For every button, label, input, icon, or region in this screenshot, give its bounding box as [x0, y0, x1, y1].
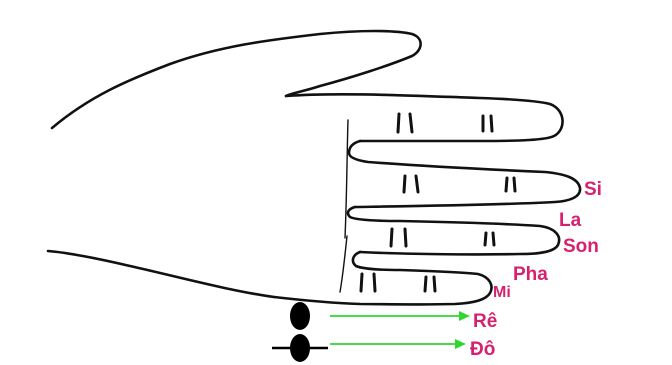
note-label-do: Đô [470, 339, 495, 360]
thumb-outline [50, 29, 422, 130]
finger-index-outline [284, 92, 564, 143]
finger-little-outline [272, 250, 493, 306]
note-label-si: Si [584, 179, 602, 200]
joint-marks [359, 112, 517, 293]
arrow-do [330, 339, 466, 349]
note-label-re: Rê [473, 311, 497, 332]
hand-outline [46, 29, 582, 306]
palm-crease-lower [339, 235, 348, 293]
note-label-son: Son [563, 236, 599, 257]
note-label-la: La [559, 210, 582, 231]
note-label-pha: Pha [513, 264, 548, 285]
notehead-re [290, 302, 310, 330]
palm-crease [344, 119, 349, 239]
finger-ring-outline [346, 205, 561, 256]
wrist-lower-outline [46, 249, 276, 299]
arrow-re [330, 311, 470, 321]
finger-middle-outline [347, 139, 582, 209]
notehead-do [290, 334, 310, 362]
note-label-mi: Mi [493, 284, 511, 301]
